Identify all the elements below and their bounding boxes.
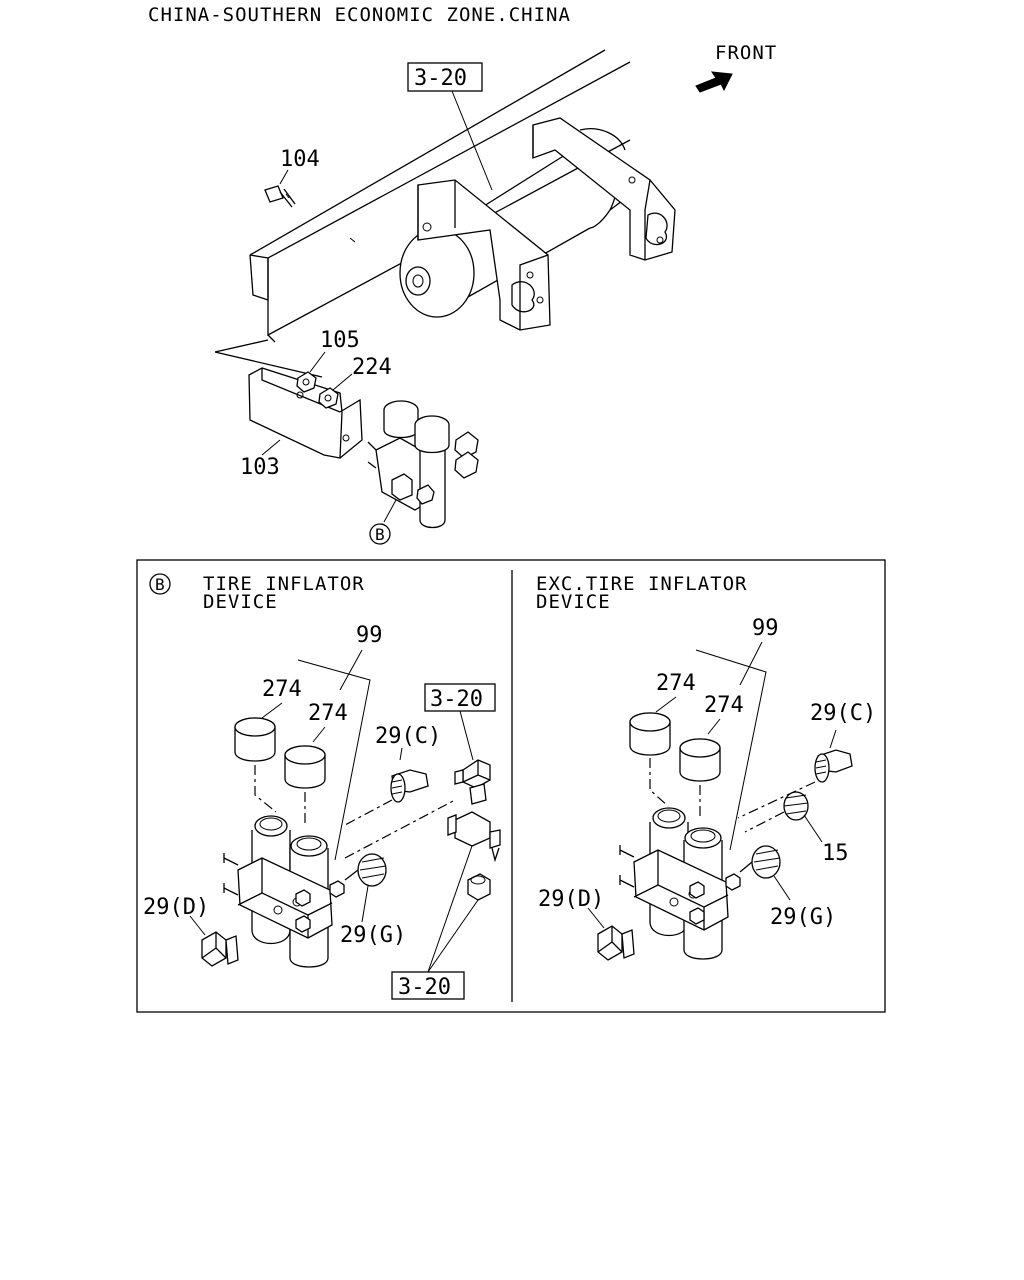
- right-valve-body: [619, 807, 741, 960]
- right-title-line1: EXC.TIRE INFLATOR: [536, 573, 747, 595]
- left-tee-fitting: [447, 811, 501, 901]
- left-ref-box-bottom: 3-20: [391, 845, 479, 1000]
- right-fitting-29g: [739, 845, 791, 901]
- ref-box-main-label: 3-20: [414, 66, 467, 91]
- washer-224: 224: [318, 355, 392, 409]
- left-fitting-29g: [344, 853, 387, 923]
- detail-marker-left-letter: B: [155, 575, 165, 594]
- left-callout-99: 99: [356, 623, 383, 648]
- right-callout-29g: 29(G): [770, 905, 836, 930]
- left-cap-274a: [234, 717, 276, 762]
- ref-box-main: 3-20: [407, 62, 493, 191]
- callout-105: 105: [320, 328, 360, 353]
- tank-bracket-rear: [532, 117, 676, 261]
- right-fitting-29d: [587, 907, 635, 961]
- left-fitting-29d: [189, 915, 239, 967]
- region-title: CHINA-SOUTHERN ECONOMIC ZONE.CHINA: [148, 4, 571, 26]
- right-callout-15: 15: [822, 841, 849, 866]
- left-callout-274b: 274: [308, 701, 348, 726]
- right-cap-274b: [679, 738, 721, 782]
- left-ref-box-top: 3-20: [424, 683, 496, 761]
- right-callout-29c: 29(C): [810, 701, 876, 726]
- left-title-line1: TIRE INFLATOR: [203, 573, 365, 595]
- left-leader-99: [297, 649, 371, 861]
- detail-marker-left: B: [149, 573, 171, 595]
- right-fitting-29c: [814, 729, 853, 783]
- front-label: FRONT: [715, 42, 777, 64]
- front-arrow-icon: [695, 71, 733, 93]
- bolt-104: 104: [264, 147, 320, 208]
- left-fitting-29c: [390, 747, 429, 803]
- left-callout-29c: 29(C): [375, 724, 441, 749]
- detail-box: [136, 559, 886, 1013]
- right-title-line2: DEVICE: [536, 591, 611, 613]
- right-callout-274a: 274: [656, 671, 696, 696]
- left-callout-29d: 29(D): [143, 895, 209, 920]
- nut-105: 105: [296, 328, 360, 393]
- left-elbow-fitting: [454, 759, 491, 805]
- right-callout-29d: 29(D): [538, 887, 604, 912]
- right-leader-99: [695, 641, 767, 851]
- left-callout-29g: 29(G): [340, 923, 406, 948]
- callout-103: 103: [240, 455, 280, 480]
- detail-marker-main: B: [369, 523, 391, 545]
- left-ref-box-bottom-label: 3-20: [398, 975, 451, 1000]
- left-callout-274a: 274: [262, 677, 302, 702]
- detail-marker-main-letter: B: [375, 525, 385, 544]
- left-cap-274b: [284, 745, 326, 789]
- valve-assembly-main: [367, 400, 479, 529]
- bracket-103: 103: [240, 367, 363, 480]
- right-fitting-15: [783, 791, 823, 843]
- frame-rail: [214, 49, 631, 378]
- left-title-line2: DEVICE: [203, 591, 278, 613]
- right-callout-99: 99: [752, 616, 779, 641]
- callout-104: 104: [280, 147, 320, 172]
- callout-224: 224: [352, 355, 392, 380]
- left-valve-body: [223, 815, 345, 968]
- left-ref-box-top-label: 3-20: [430, 687, 483, 712]
- right-callout-274b: 274: [704, 693, 744, 718]
- right-cap-274a: [629, 712, 671, 756]
- tank-bracket-front: [417, 179, 551, 331]
